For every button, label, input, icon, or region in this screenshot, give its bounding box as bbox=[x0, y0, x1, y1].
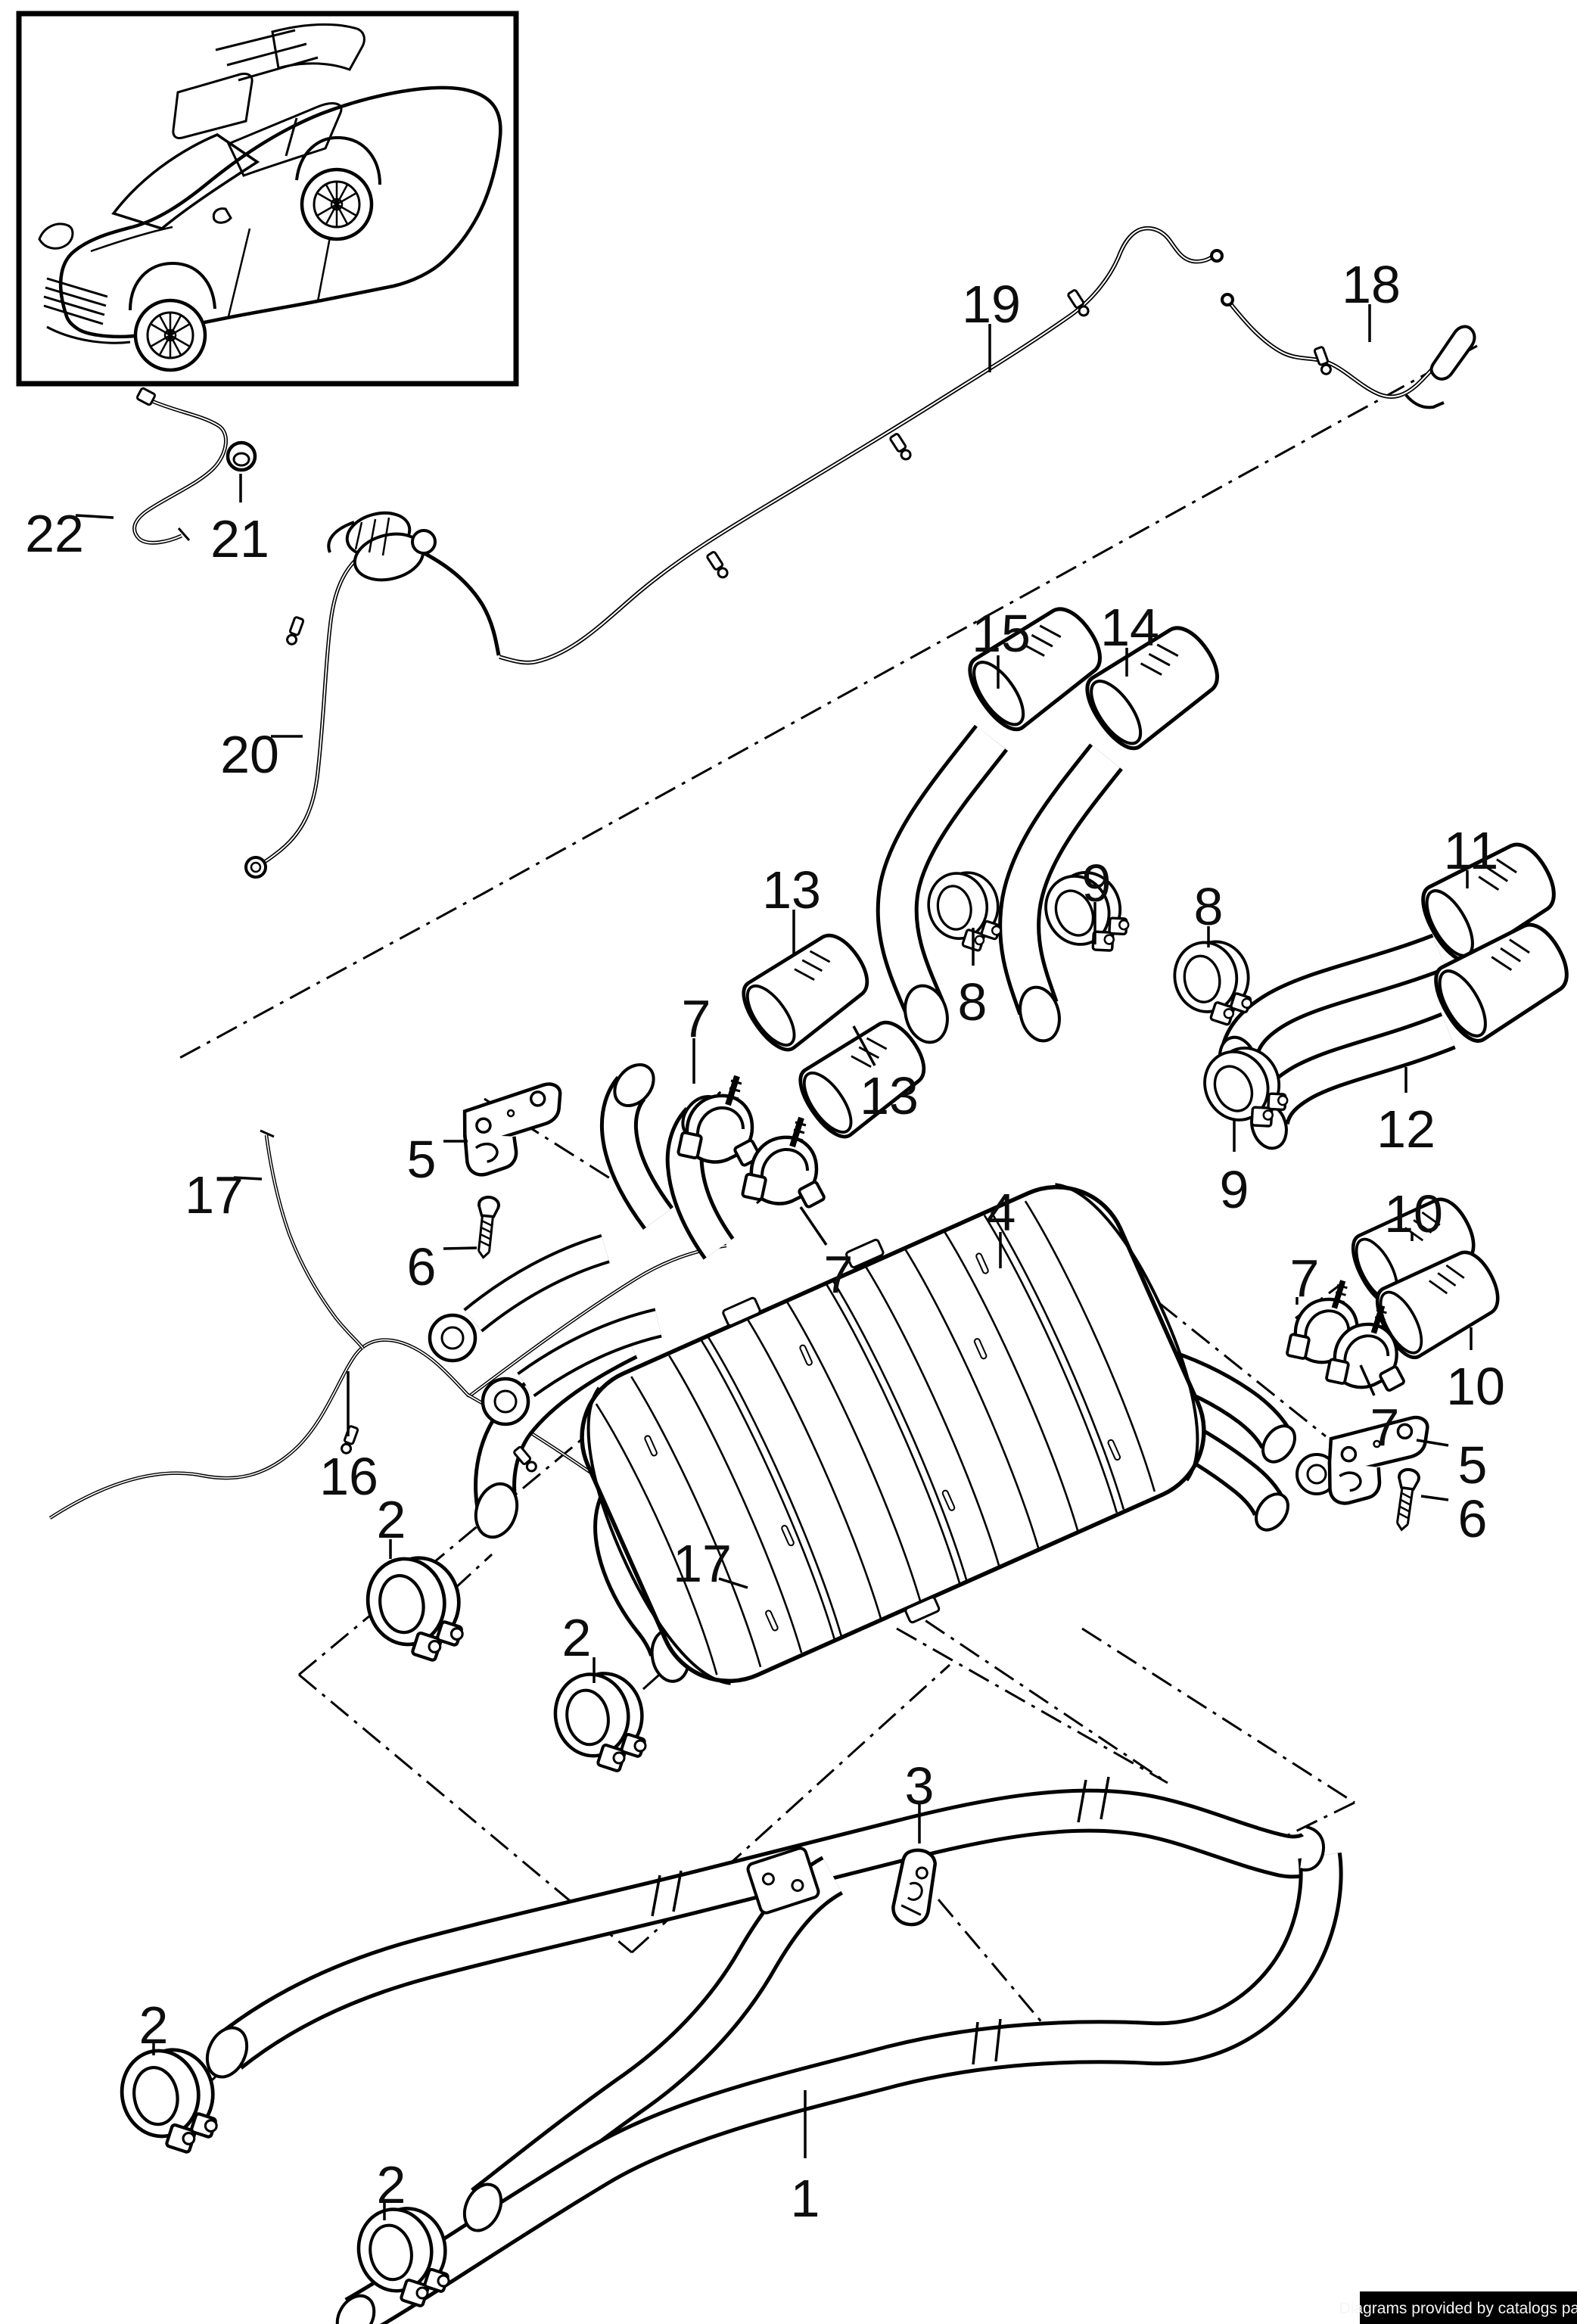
part-label-8: 8 bbox=[1194, 877, 1224, 936]
part-8-clamp bbox=[922, 866, 1005, 953]
part-17-drain-hose-front bbox=[260, 1129, 365, 1350]
part-7-clamp bbox=[678, 1076, 761, 1166]
part-label-16: 16 bbox=[319, 1447, 378, 1506]
part-2-clamp bbox=[549, 1668, 648, 1772]
callout-leader-13 bbox=[852, 1025, 876, 1066]
callout-leader-7 bbox=[1359, 1364, 1376, 1396]
part-22-vent-hose bbox=[132, 387, 229, 545]
part-label-1: 1 bbox=[791, 2169, 820, 2228]
part-label-2: 2 bbox=[139, 1996, 169, 2055]
part-label-10: 10 bbox=[1446, 1357, 1505, 1416]
callout-leader-6 bbox=[443, 1246, 477, 1250]
part-label-14: 14 bbox=[1100, 598, 1159, 657]
part-7-clamp bbox=[742, 1118, 825, 1208]
part-2-clamp bbox=[115, 2044, 219, 2153]
part-label-5: 5 bbox=[407, 1130, 437, 1189]
part-label-4: 4 bbox=[987, 1183, 1016, 1242]
callout-leader-5 bbox=[1416, 1439, 1449, 1447]
part-label-21: 21 bbox=[210, 509, 269, 568]
part-label-8: 8 bbox=[958, 972, 988, 1031]
part-label-7: 7 bbox=[682, 989, 711, 1048]
part-8-clamp bbox=[1168, 935, 1255, 1027]
part-label-22: 22 bbox=[25, 504, 84, 563]
part-2-clamp bbox=[361, 1552, 465, 1661]
part-label-13: 13 bbox=[762, 860, 821, 919]
part-label-2: 2 bbox=[377, 1490, 406, 1549]
part-6-screw bbox=[1390, 1467, 1422, 1533]
callout-leader-6 bbox=[1420, 1495, 1449, 1501]
vehicle-drawing bbox=[38, 23, 502, 372]
part-16-drain-hose bbox=[48, 1338, 471, 1520]
part-21-grommet bbox=[226, 440, 257, 472]
part-label-12: 12 bbox=[1376, 1100, 1435, 1159]
part-label-18: 18 bbox=[1342, 255, 1401, 314]
part-label-6: 6 bbox=[1458, 1489, 1488, 1548]
part-label-7: 7 bbox=[824, 1245, 854, 1304]
part-label-6: 6 bbox=[407, 1237, 437, 1296]
part-18-vacuum-line-rear bbox=[1221, 293, 1476, 409]
part-label-19: 19 bbox=[962, 275, 1021, 334]
callout-leader-17 bbox=[718, 1577, 748, 1589]
callout-leader-22 bbox=[75, 514, 114, 519]
part-label-7: 7 bbox=[1370, 1398, 1400, 1457]
part-label-11: 11 bbox=[1444, 821, 1499, 880]
watermark-background bbox=[1360, 2291, 1577, 2324]
part-label-20: 20 bbox=[220, 725, 279, 784]
part-label-2: 2 bbox=[562, 1608, 592, 1667]
part-3-hanger bbox=[891, 1848, 938, 1927]
part-19-vacuum-line bbox=[499, 226, 1224, 665]
callout-leader-17 bbox=[233, 1176, 263, 1181]
watermark: Diagrams provided by catalogs parts bbox=[1339, 2291, 1577, 2324]
part-label-9: 9 bbox=[1082, 854, 1112, 913]
part-label-17: 17 bbox=[185, 1165, 244, 1224]
part-20-sensor-harness bbox=[244, 511, 501, 879]
part-label-10: 10 bbox=[1384, 1184, 1443, 1243]
part-5-bracket bbox=[458, 1083, 570, 1177]
part-6-screw bbox=[471, 1194, 501, 1260]
part-15-14-tailpipe-trims-left bbox=[876, 596, 1230, 1044]
part-4-rear-muffler bbox=[428, 1063, 1338, 1685]
part-label-3: 3 bbox=[905, 1756, 935, 1815]
part-label-2: 2 bbox=[377, 2155, 406, 2214]
callout-leader-7 bbox=[799, 1206, 828, 1246]
part-1-exhaust-x-pipe bbox=[205, 1776, 1343, 2324]
part-label-9: 9 bbox=[1220, 1160, 1249, 1219]
part-label-7: 7 bbox=[1290, 1249, 1320, 1308]
vehicle-inset bbox=[16, 11, 519, 387]
part-label-17: 17 bbox=[673, 1534, 732, 1593]
brackets-screws bbox=[458, 1083, 1432, 1927]
part-label-5: 5 bbox=[1458, 1436, 1488, 1495]
part-label-13: 13 bbox=[860, 1066, 919, 1125]
part-label-15: 15 bbox=[972, 604, 1031, 663]
watermark-text: Diagrams provided by catalogs parts bbox=[1339, 2300, 1577, 2317]
